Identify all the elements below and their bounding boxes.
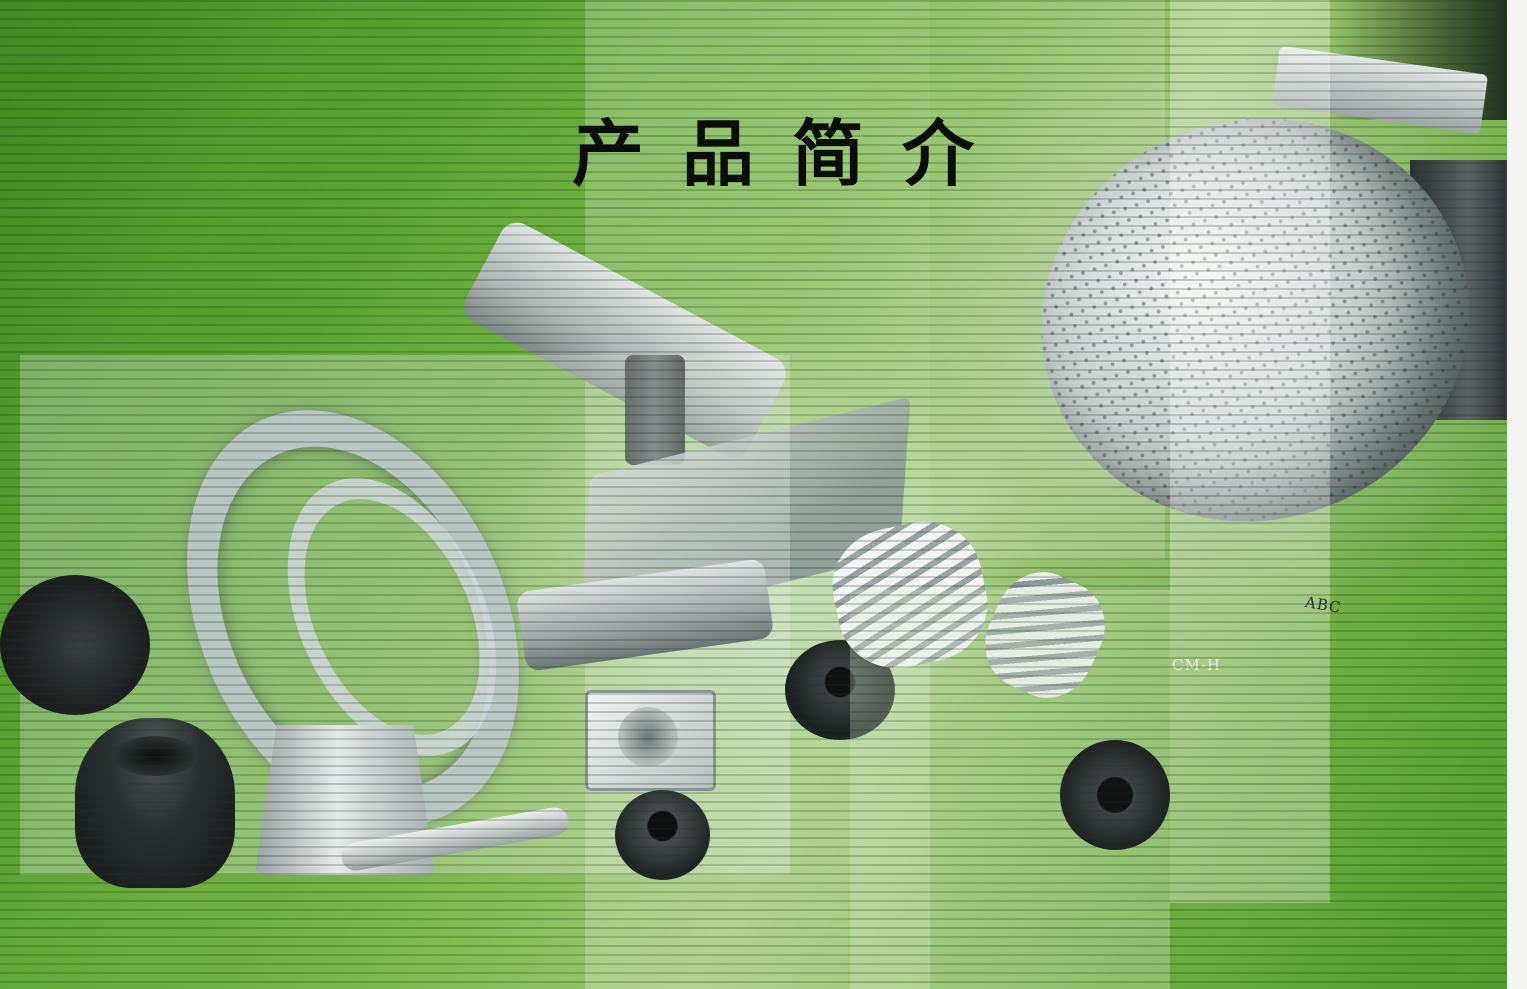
part-label-cmh: CM-H [1172,656,1221,674]
rubber-roll-part [0,575,150,715]
page-title: 产品简介 [572,111,1013,196]
valve-part [625,355,685,465]
page-edge [1507,0,1527,989]
rubber-bellows-part [75,718,235,888]
square-cylinder-part [585,690,716,791]
translucent-panel-right [1170,0,1330,903]
rubber-grommet-part [615,790,710,880]
rubber-grommet-part [1060,740,1170,850]
